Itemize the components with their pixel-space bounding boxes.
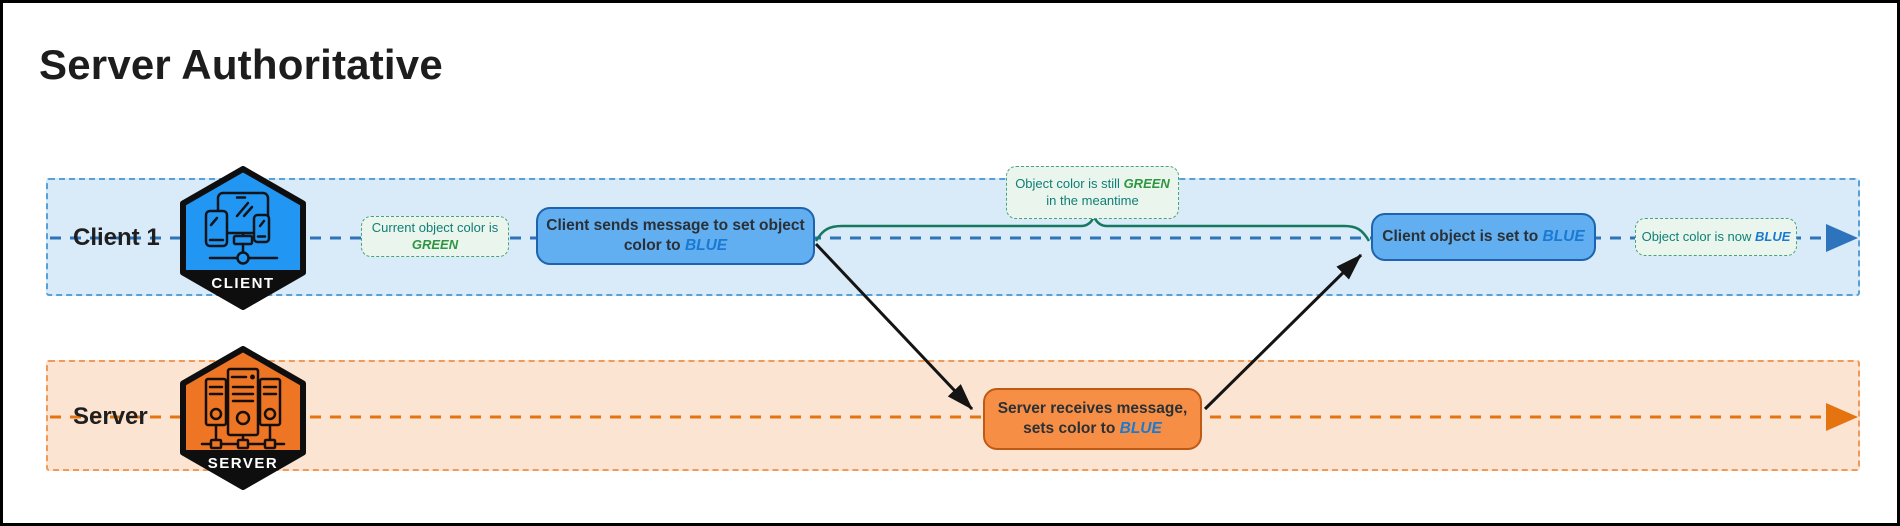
arrow-client-to-server [814,242,974,411]
client-badge-label: CLIENT [211,275,274,292]
client-send-message-box: Client sends message to set object color… [536,207,815,265]
server-hexagon-badge-icon: SERVER [180,346,306,490]
box-text: Server receives message, sets color to B… [997,399,1188,437]
server-timeline-arrowhead-icon [1826,403,1858,431]
note-text: Object color is now BLUE [1641,228,1791,244]
note-still-green: Object color is still GREEN in the meant… [1006,166,1179,219]
client-timeline-arrowhead-icon [1826,224,1858,252]
note-now-blue: Object color is now BLUE [1635,218,1797,256]
page-title: Server Authoritative [39,41,443,88]
client-lane-label: Client 1 [73,224,160,251]
box-text: Client object is set to BLUE [1382,227,1585,245]
note-text: Object color is still GREEN in the meant… [1015,175,1170,208]
blue-highlight: BLUE [1119,420,1162,437]
client-devices-icon [204,191,279,265]
client-hexagon-badge-icon: CLIENT [180,166,306,310]
blue-highlight: BLUE [684,237,728,254]
blue-highlight: BLUE [1542,227,1585,245]
client-object-set-box: Client object is set to BLUE [1371,213,1596,261]
note-current-object-color: Current object color is GREEN [361,216,509,257]
server-badge-label: SERVER [208,455,278,472]
arrow-server-to-client [1203,253,1363,411]
server-receive-message-box: Server receives message, sets color to B… [983,388,1202,450]
blue-highlight: BLUE [1755,228,1791,244]
green-highlight: GREEN [411,236,459,252]
server-racks-icon [200,367,286,450]
server-lane-label: Server [73,403,148,430]
box-text: Client sends message to set object color… [546,216,805,254]
note-text: Current object color is GREEN [371,219,499,252]
green-highlight: GREEN [1123,175,1170,191]
